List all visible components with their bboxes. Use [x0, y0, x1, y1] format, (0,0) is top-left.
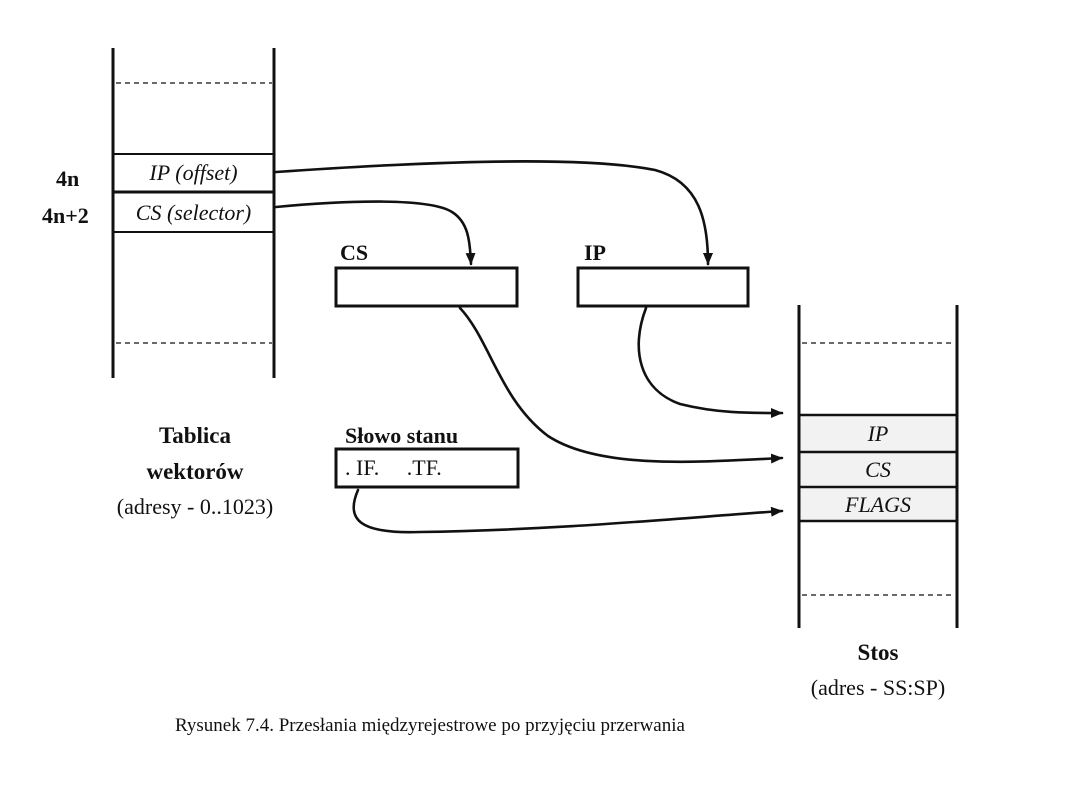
figure-caption: Rysunek 7.4. Przesłania międzyrejestrowe…	[175, 715, 685, 736]
status-word-content: . IF. .TF.	[345, 455, 442, 480]
arrow-cs-selector-to-cs-register	[274, 200, 476, 266]
status-word-title: Słowo stanu	[345, 423, 459, 448]
status-word-box	[334, 447, 520, 489]
stack-cell-cs: CS	[865, 457, 891, 482]
vector-cell-ip-offset: IP (offset)	[149, 160, 238, 185]
ip-register-box	[576, 266, 750, 308]
vector-table	[111, 48, 276, 378]
stack-caption-title: Stos	[857, 640, 899, 665]
stack-cell-shade	[800, 415, 956, 521]
stack-cell-ip: IP	[867, 421, 889, 446]
stack-caption-address: (adres - SS:SP)	[810, 675, 946, 700]
address-label-4n-plus-2: 4n+2	[42, 203, 89, 228]
vector-table-caption-range: (adresy - 0..1023)	[116, 494, 274, 519]
address-label-4n: 4n	[56, 166, 80, 191]
vector-table-caption-title-2: wektorów	[146, 459, 244, 484]
arrow-cs-register-to-stack-cs	[458, 306, 784, 464]
stack-cell-flags: FLAGS	[845, 491, 911, 517]
arrow-ip-offset-to-ip-register	[274, 160, 713, 266]
vector-cell-cs-selector: CS (selector)	[135, 199, 252, 225]
vector-table-caption-title: Tablica	[158, 423, 231, 448]
cs-register-label: CS	[340, 240, 369, 265]
arrow-ip-register-to-stack-ip	[637, 306, 784, 419]
ip-register-label: IP	[584, 240, 606, 265]
arrow-status-word-to-stack-flags	[352, 488, 784, 534]
cs-register-box	[334, 266, 519, 308]
stack	[797, 305, 959, 628]
